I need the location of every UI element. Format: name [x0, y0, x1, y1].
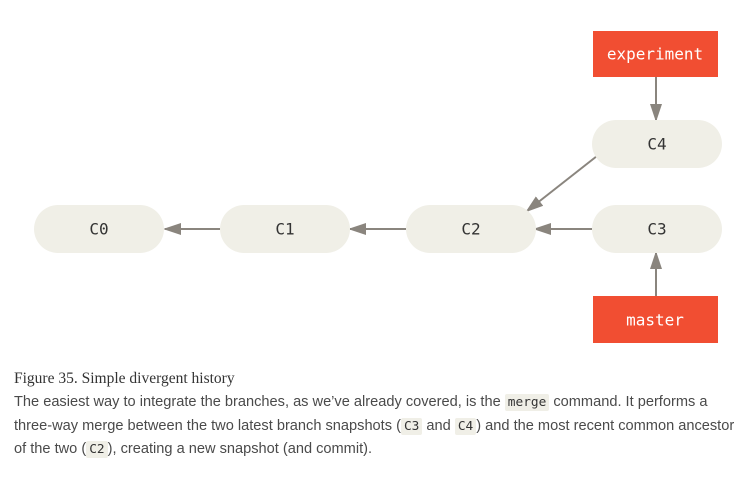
commit-c3-label: C3 [647, 220, 666, 239]
commit-c2: C2 [406, 205, 536, 253]
commit-c4: C4 [592, 120, 722, 168]
commit-history-diagram: C0 C1 C2 C3 C4 experiment master [34, 31, 722, 343]
branch-experiment-label: experiment [607, 45, 703, 64]
paragraph-text-4: ) and the most recent common ancestor of… [14, 417, 735, 458]
arrow-c4-to-c2 [525, 155, 598, 213]
commit-c2-label: C2 [461, 220, 480, 239]
commit-c0: C0 [34, 205, 164, 253]
commit-c1: C1 [220, 205, 350, 253]
branch-master: master [593, 296, 718, 343]
commit-c4-label: C4 [647, 135, 666, 154]
figure-caption-area: Figure 35. Simple divergent history The … [14, 369, 738, 462]
commit-c1-label: C1 [275, 220, 294, 239]
commit-c3: C3 [592, 205, 722, 253]
code-c3: C3 [400, 417, 423, 435]
paragraph-text-5: ), creating a new snapshot (and commit). [107, 441, 373, 457]
code-c2: C2 [86, 441, 108, 458]
description-paragraph: The easiest way to integrate the branche… [14, 391, 738, 462]
paragraph-text-2: command. It performs a three-way merge b… [14, 394, 708, 434]
commit-c0-label: C0 [89, 220, 108, 239]
code-c4: C4 [454, 417, 477, 435]
code-merge: merge [504, 394, 550, 411]
paragraph-text-3: and [422, 417, 455, 434]
branch-experiment: experiment [593, 31, 718, 77]
branch-master-label: master [626, 311, 684, 330]
figure-title: Figure 35. Simple divergent history [14, 370, 235, 387]
paragraph-text-1: The easiest way to integrate the branche… [14, 394, 505, 410]
